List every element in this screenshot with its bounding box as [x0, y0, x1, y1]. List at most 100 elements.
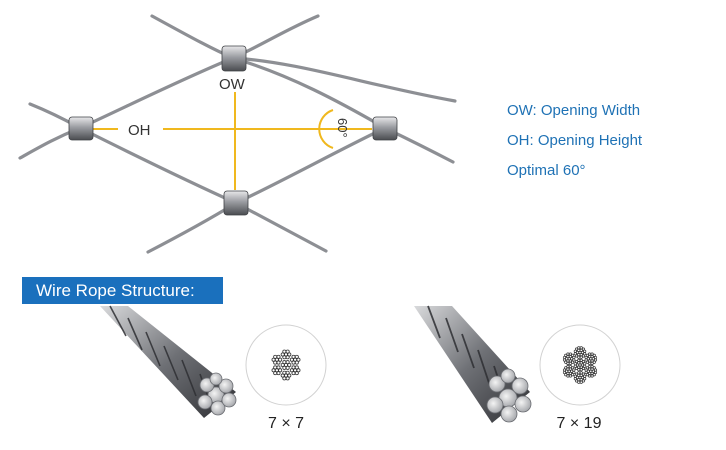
wire-circle — [291, 360, 296, 365]
wire-circle — [573, 364, 577, 368]
wire-circle — [570, 357, 574, 361]
wire-circle — [282, 376, 287, 381]
wire-circle — [285, 376, 290, 381]
wire-circle — [572, 368, 576, 372]
cross-section-7x7 — [245, 324, 327, 406]
wire-circle — [273, 371, 278, 376]
wire-circle — [588, 361, 592, 366]
wire-circle — [581, 366, 586, 371]
wire-circle — [564, 360, 568, 364]
wire-circle — [571, 353, 575, 357]
wire-circle — [562, 368, 567, 372]
wire-circle — [282, 370, 287, 375]
wire-circle — [282, 365, 287, 370]
wire-circle — [278, 357, 283, 362]
wire-circle — [562, 355, 567, 360]
wire-circle — [573, 352, 577, 356]
wire-circle — [571, 360, 575, 364]
wire-circle — [568, 374, 572, 378]
rope-7x19-image — [414, 305, 532, 423]
measure-lines — [93, 92, 372, 190]
wire-circle — [573, 374, 577, 378]
wire-circle — [579, 380, 583, 384]
wire-circle — [592, 373, 596, 377]
wire-upper-right-ext — [231, 56, 457, 103]
wire-circle — [590, 352, 594, 356]
wire-circle — [584, 355, 588, 360]
wire-circle — [285, 365, 290, 370]
wire-circle — [577, 371, 581, 375]
wire-circle — [289, 368, 294, 373]
wire-circle — [282, 349, 287, 354]
wire-circle — [583, 362, 587, 366]
wire-circle — [575, 375, 580, 380]
wire-circle — [580, 375, 585, 380]
wire-circle — [280, 352, 285, 357]
legend-oh: OH: Opening Height — [507, 132, 643, 149]
wire-top-left-outer — [78, 56, 235, 130]
wire-circle — [577, 368, 581, 372]
wire-circle — [574, 366, 579, 371]
wire-circle — [581, 379, 586, 383]
strand-circles-7x7 — [271, 349, 301, 381]
wire-circle — [581, 347, 586, 351]
wire-circle — [566, 361, 570, 366]
legend-optimal: Optimal 60° — [507, 162, 586, 179]
wire-circle — [593, 355, 598, 360]
wire-top-left — [150, 14, 235, 60]
wire-circle — [573, 362, 577, 366]
wire-circle — [562, 358, 567, 362]
wire-circle — [585, 360, 589, 364]
wire-circle — [282, 360, 287, 365]
wire-circle — [584, 358, 588, 362]
wire-circle — [276, 365, 281, 370]
wire-circle — [592, 360, 596, 364]
ow-label: OW — [219, 76, 246, 93]
wire-circle — [586, 357, 590, 361]
angle-arc — [318, 109, 334, 149]
wire-circle — [564, 353, 568, 357]
wire-circle — [586, 369, 590, 373]
wire-circle — [276, 354, 281, 359]
wire-circle — [568, 352, 572, 356]
wire-circle — [296, 368, 301, 373]
wire-circle — [571, 373, 575, 377]
wire-circle — [294, 371, 299, 376]
wire-circle — [588, 352, 592, 356]
wire-circle — [577, 355, 581, 359]
wire-circle — [273, 365, 278, 370]
wire-rope-structure-banner: Wire Rope Structure: — [22, 277, 223, 304]
wire-circle — [585, 373, 589, 377]
wire-circle — [294, 354, 299, 359]
wire-circle — [577, 380, 581, 384]
wire-circle — [584, 368, 588, 372]
wire-circle — [575, 350, 580, 355]
wire-circle — [591, 369, 595, 373]
wire-circle — [580, 363, 585, 367]
wire-circle — [278, 368, 283, 373]
wire-circle — [289, 357, 294, 362]
wire-circle — [572, 355, 576, 360]
wire-circle — [291, 354, 296, 359]
wire-circle — [573, 377, 577, 381]
rope-7x7-image — [100, 305, 237, 418]
ferrule-top — [221, 45, 247, 72]
cross-section-7x19 — [539, 324, 621, 406]
ferrule-left — [68, 116, 94, 141]
rope-b-label: 7 × 19 — [557, 415, 602, 432]
wire-circle — [291, 365, 296, 370]
wire-circle — [280, 373, 285, 378]
wire-circle — [588, 364, 592, 369]
wire-circle — [588, 374, 592, 378]
wire-circle — [577, 358, 581, 362]
wire-circle — [583, 349, 587, 353]
wire-circle — [271, 357, 276, 362]
wire-circle — [592, 353, 596, 357]
wire-circle — [573, 349, 577, 353]
wire-circle — [273, 354, 278, 359]
ferrules — [68, 45, 398, 216]
wire-circle — [574, 354, 579, 358]
wire-bottom-left-ext — [146, 201, 238, 254]
wire-circle — [579, 355, 583, 359]
